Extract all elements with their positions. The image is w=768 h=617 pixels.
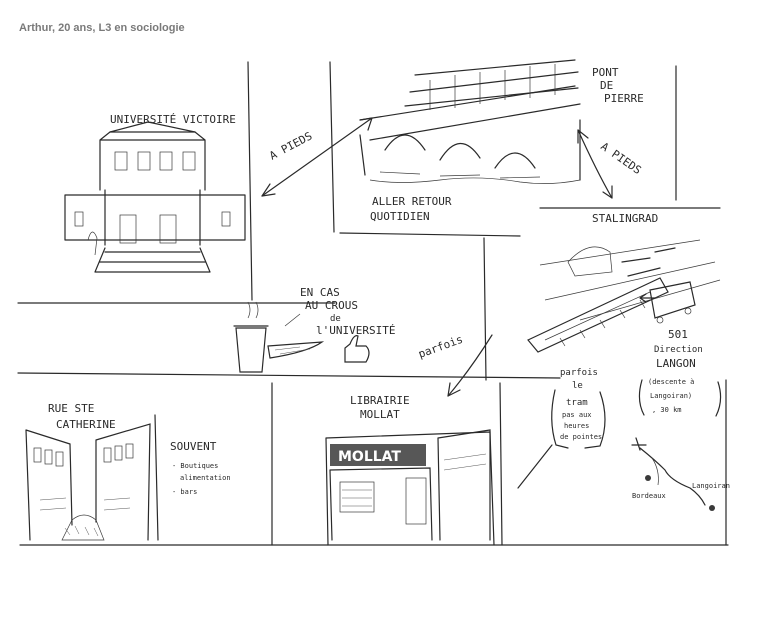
librairie-line2: MOLLAT: [360, 408, 400, 421]
crous-line3: de: [330, 314, 341, 324]
aller-retour-line2: QUOTIDIEN: [370, 210, 430, 223]
rue-line1: RUE STE: [48, 402, 94, 415]
crous-line1: EN CAS: [300, 286, 340, 299]
aller-retour-line1: ALLER RETOUR: [372, 195, 452, 208]
tram-line5: heures: [564, 422, 589, 430]
mollat-sign-text: MOLLAT: [338, 449, 401, 465]
crous-cup: [233, 301, 325, 373]
direction-line2: Direction: [654, 345, 703, 355]
tram-line6: de pointes: [560, 433, 602, 441]
map-bordeaux-label: Bordeaux: [632, 492, 666, 500]
pont-line1: PONT: [592, 66, 619, 79]
souvent-item1: - Boutiques: [172, 462, 218, 470]
map-langoiran-label: Langoiran: [692, 482, 730, 490]
tram-pointer-line: [517, 444, 553, 489]
direction-line6: , 30 km: [652, 406, 682, 414]
a-pieds-right-label: A PIEDS: [598, 140, 643, 177]
arrow-parfois-mollat: [447, 334, 493, 397]
tram-line3: tram: [566, 398, 588, 408]
librairie-line1: LIBRAIRIE: [350, 394, 410, 407]
universite-building: [64, 121, 246, 273]
tram-speech-bubble: [551, 389, 606, 449]
tram-line2: le: [572, 381, 583, 391]
map-route: [631, 437, 715, 511]
crous-line4: l'UNIVERSITÉ: [316, 324, 395, 337]
panel-lines: [17, 61, 729, 546]
parfois-mid-label: parfois: [417, 333, 465, 361]
souvent-item3: - bars: [172, 488, 197, 496]
crous-line2: AU CROUS: [305, 299, 358, 312]
direction-line3: LANGON: [656, 357, 696, 370]
tram-line1: parfois: [560, 368, 598, 378]
tram-line4: pas aux: [562, 411, 592, 419]
pont-de-pierre-bridge: [359, 59, 581, 184]
direction-line1: 501: [668, 328, 688, 341]
thumbs-up-icon: [344, 335, 370, 363]
direction-line4: (descente à: [648, 378, 694, 386]
souvent-item2: alimentation: [180, 474, 231, 482]
rue-ste-catherine-sketch: [25, 414, 159, 541]
direction-bubble: [638, 379, 722, 417]
librairie-mollat-sketch: [325, 429, 495, 546]
stalingrad-tram: [527, 239, 721, 353]
direction-line5: Langoiran): [650, 392, 692, 400]
arrow-pont-stalingrad: [577, 129, 613, 199]
a-pieds-left-label: A PIEDS: [267, 129, 314, 162]
rue-line2: CATHERINE: [56, 418, 116, 431]
caption: Arthur, 20 ans, L3 en sociologie: [19, 22, 185, 34]
souvent-label: SOUVENT: [170, 440, 217, 453]
stalingrad-label: STALINGRAD: [592, 212, 658, 225]
universite-label: UNIVERSITÉ VICTOIRE: [110, 113, 236, 126]
pont-line3: PIERRE: [604, 92, 644, 105]
pont-line2: DE: [600, 79, 613, 92]
